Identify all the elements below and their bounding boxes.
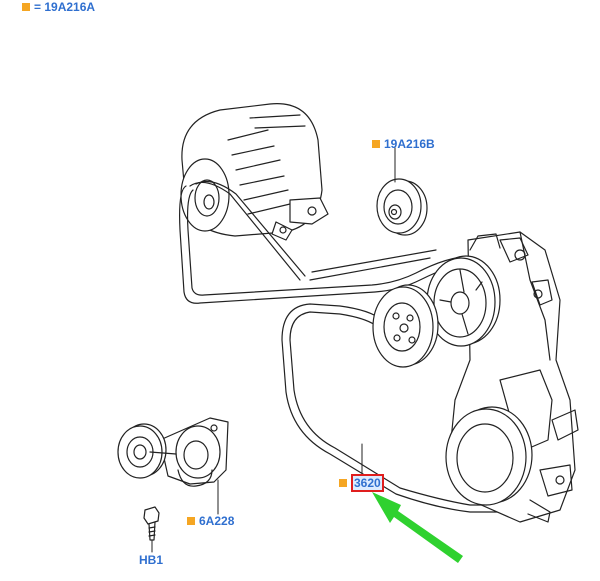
crank-pulley-assembly: [372, 231, 579, 523]
orange-square-icon: [339, 479, 347, 487]
orange-square-icon: [187, 517, 195, 525]
legend: = 19A216A: [22, 0, 95, 14]
callout-19a216b: 19A216B: [372, 137, 435, 151]
belt-tensioner-6a228: [117, 417, 229, 487]
orange-square-icon: [22, 3, 30, 11]
idler-pulley-19a216b: [376, 178, 428, 236]
callout-label-highlighted[interactable]: 3620: [351, 474, 384, 492]
callout-hb1: HB1: [139, 553, 163, 567]
callout-6a228: 6A228: [187, 514, 234, 528]
green-arrow-icon: [372, 492, 463, 563]
orange-square-icon: [372, 140, 380, 148]
alternator: [180, 103, 329, 241]
callout-label[interactable]: 19A216B: [384, 137, 435, 151]
callout-label[interactable]: HB1: [139, 553, 164, 567]
callout-label[interactable]: 6A228: [199, 514, 235, 528]
callout-3620: 3620: [339, 474, 384, 492]
leader-lines: [151, 147, 396, 553]
bolt-hb1: [143, 506, 160, 541]
legend-text: = 19A216A: [34, 0, 96, 14]
